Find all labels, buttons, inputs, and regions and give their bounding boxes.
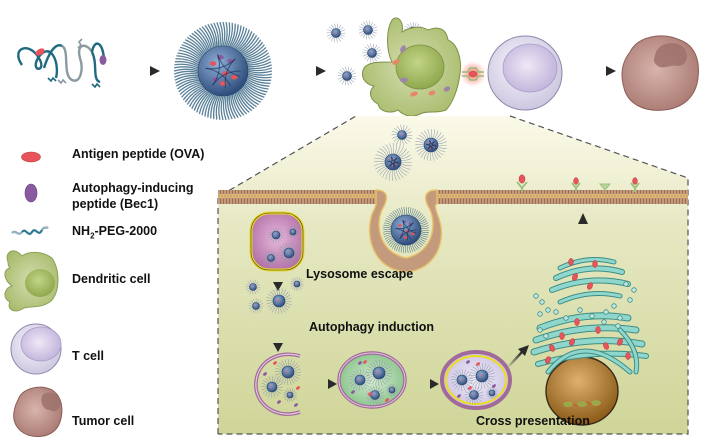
nucleus — [545, 356, 619, 426]
legend-label-bec1-line1: Autophagy-inducing — [72, 181, 194, 195]
nanoparticle-icon — [245, 279, 261, 295]
peg-suffix: -PEG-2000 — [94, 224, 158, 238]
nanoparticles-panel — [373, 124, 448, 254]
nanoparticle-icon — [362, 43, 382, 63]
arrow-assembly — [118, 66, 160, 76]
legend-label-bec1-line2: peptide (Bec1) — [72, 197, 159, 211]
immune-synapse — [460, 61, 486, 87]
legend-label-antigen: Antigen peptide (OVA) — [72, 147, 205, 161]
t-cell — [487, 35, 563, 111]
tumor-cell — [621, 35, 699, 111]
arrow-to-autophagosome — [308, 379, 337, 389]
nanoparticle-icon — [382, 206, 430, 254]
step-label-lysosome-escape: Lysosome escape — [306, 267, 414, 281]
nanoparticle-icon — [391, 124, 413, 146]
cell-membrane — [218, 189, 688, 273]
legend-label-tumor-cell: Tumor cell — [72, 414, 135, 428]
bec1-peptide-icon — [24, 183, 38, 203]
arrow-killing — [570, 66, 616, 76]
dendritic-cell-legend-icon — [4, 250, 59, 312]
nanoparticle-icon — [277, 241, 301, 265]
arrow-to-autolysosome — [410, 379, 439, 389]
peg-prefix: NH — [72, 224, 91, 238]
peg-subscript: 2 — [90, 231, 95, 241]
tumor-cell-legend-icon — [13, 386, 63, 437]
nanoparticle-icon — [365, 385, 385, 405]
nanoparticle-icon — [414, 128, 448, 162]
dendritic-cell — [361, 17, 461, 117]
nanoparticle-icon — [373, 142, 413, 182]
mhc-receptors — [516, 174, 640, 193]
nanoparticle-icon — [464, 385, 484, 405]
nanoparticle-icon — [358, 20, 378, 40]
legend-label-peg: NH2-PEG-2000 — [72, 224, 157, 244]
arrow-lysosome-escape — [273, 270, 283, 291]
peg-polymer-icon — [11, 226, 49, 235]
nanoparticle-icon — [282, 387, 298, 403]
nanoparticle-icon — [289, 276, 305, 292]
nanoparticle-icon — [450, 368, 474, 392]
phagophore — [254, 352, 301, 416]
nanoparticle-icon — [365, 359, 393, 387]
nanoparticle-icon — [286, 225, 300, 239]
nanoparticle-icon — [263, 250, 279, 266]
legend-label-dendritic-cell: Dendritic cell — [72, 272, 151, 286]
nanoparticles-lysosome — [263, 225, 301, 266]
arrow-to-surface — [578, 213, 588, 256]
nanoparticle-icon — [468, 362, 496, 390]
arrow-autophagy — [273, 322, 283, 352]
er-golgi — [530, 256, 649, 375]
nanoparticle-icon — [385, 383, 399, 397]
antigen-peptide-icon — [21, 151, 41, 163]
autophagosome — [337, 351, 407, 409]
nanoparticles-vesicles — [260, 358, 499, 407]
nanoparticle-icon — [326, 23, 346, 43]
polymer-chain-icon — [17, 38, 107, 89]
arrow-to-er — [508, 345, 529, 367]
nanoparticle-icon — [260, 375, 284, 399]
arrow-uptake — [282, 66, 326, 76]
step-label-autophagy-induction: Autophagy induction — [309, 320, 434, 334]
nanoparticle-icon — [485, 386, 499, 400]
legend-label-t-cell: T cell — [72, 349, 104, 363]
nanoparticle-icon — [337, 66, 357, 86]
step-label-cross-presentation: Cross presentation — [476, 414, 590, 428]
legend-icons — [4, 151, 63, 437]
nanoparticle-icon — [173, 21, 273, 121]
nanoparticle-icon — [265, 287, 293, 315]
nanoparticle-icon — [267, 226, 285, 244]
nanoparticle-icon — [173, 21, 273, 121]
nanoparticles-escaped — [245, 276, 305, 315]
nanoparticle-icon — [248, 298, 264, 314]
nanoparticle-icon — [348, 368, 372, 392]
nanoparticle-icon — [274, 358, 302, 386]
t-cell-legend-icon — [10, 323, 62, 375]
